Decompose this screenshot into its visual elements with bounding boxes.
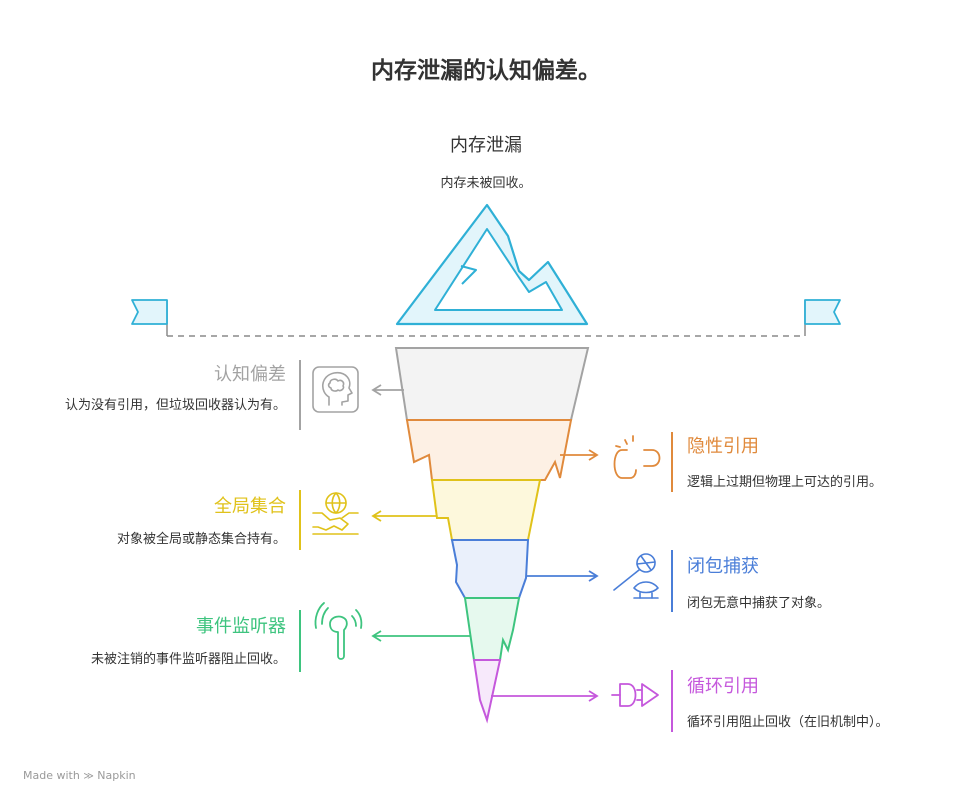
peak-label: 内存泄漏: [450, 135, 522, 156]
funnel: [394, 347, 590, 724]
layer-label-cognitive-bias: 认知偏差: [214, 364, 286, 385]
label-bars: [299, 360, 673, 732]
napkin-logo-icon: ≫: [83, 771, 94, 782]
connectors: [371, 384, 599, 702]
connector-event-listener: [371, 630, 470, 642]
footer-made-with: Made with: [23, 769, 80, 782]
funnel-layer-circular-reference: [472, 659, 502, 724]
flag-right-icon: [804, 299, 841, 325]
layer-description-implicit-reference: 逻辑上过期但物理上可达的引用。: [687, 475, 883, 490]
layer-description-cognitive-bias: 认为没有引用，但垃圾回收器认为有。: [64, 398, 286, 413]
layer-label-closure-capture: 闭包捕获: [687, 556, 759, 577]
connector-closure-capture: [526, 570, 599, 582]
layer-label-implicit-reference: 隐性引用: [687, 436, 759, 457]
layer-label-global-collection: 全局集合: [214, 496, 286, 517]
waterline: [131, 299, 841, 337]
peak-description: 内存未被回收。: [440, 176, 532, 191]
net-catch-icon: [613, 553, 659, 599]
funnel-layer-event-listener: [463, 597, 521, 661]
layer-description-circular-reference: 循环引用阻止回收（在旧机制中）。: [687, 715, 889, 730]
funnel-layer-global-collection: [430, 479, 542, 541]
broken-link-icon: [613, 435, 661, 479]
brain-head-icon: [312, 366, 359, 413]
connector-global-collection: [371, 510, 437, 522]
layer-label-circular-reference: 循环引用: [687, 676, 759, 697]
footer-brand: Napkin: [97, 769, 136, 782]
footer: Made with ≫ Napkin: [23, 769, 136, 782]
layer-description-global-collection: 对象被全局或静态集合持有。: [116, 532, 286, 547]
layer-description-closure-capture: 闭包无意中捕获了对象。: [687, 596, 831, 611]
connector-cognitive-bias: [371, 384, 404, 396]
diagram-title: 内存泄漏的认知偏差。: [371, 58, 601, 84]
plug-socket-icon: [611, 683, 659, 707]
funnel-layer-implicit-reference: [405, 419, 573, 481]
funnel-layer-cognitive-bias: [394, 347, 590, 421]
iceberg-peak: [395, 203, 589, 326]
layer-description-event-listener: 未被注销的事件监听器阻止回收。: [90, 652, 286, 667]
funnel-layer-closure-capture: [450, 539, 530, 599]
layer-label-event-listener: 事件监听器: [196, 616, 286, 637]
iceberg-notch: [460, 265, 477, 285]
iceberg-inner-outline: [434, 228, 563, 311]
connector-implicit-reference: [560, 449, 599, 461]
handshake-globe-icon: [312, 492, 359, 535]
connector-circular-reference: [491, 690, 599, 702]
flag-left-icon: [131, 299, 168, 325]
earbud-signal-icon: [314, 602, 363, 660]
